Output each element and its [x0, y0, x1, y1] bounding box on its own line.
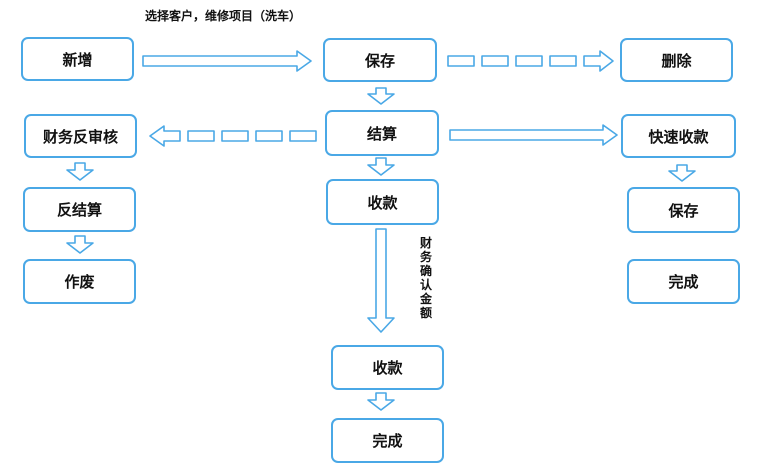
node-caiwu-fanshenhe: 财务反审核 [24, 114, 137, 158]
node-baocun-right: 保存 [627, 187, 740, 233]
arrow-fanshenhe-to-fanjiesuan [66, 162, 94, 181]
arrow-jiesuan-to-kuaisu [449, 124, 618, 146]
arrow-fanjiesuan-to-zuofei [66, 235, 94, 254]
arrow-xinzeng-to-baocun [142, 50, 312, 72]
arrow-shoukuan-to-wancheng [367, 392, 395, 411]
arrow-shoukuan-to-shoukuan [367, 228, 395, 333]
node-shoukuan-center: 收款 [326, 179, 439, 225]
node-wancheng-bottom: 完成 [331, 418, 444, 463]
node-wancheng-right: 完成 [627, 259, 740, 304]
label-select-customer: 选择客户，维修项目（洗车） [145, 9, 302, 23]
node-kuaisu-shoukuan: 快速收款 [621, 114, 736, 158]
node-baocun-top: 保存 [323, 38, 437, 82]
arrow-baocun-to-shanchu [447, 50, 614, 72]
node-shoukuan-bottom: 收款 [331, 345, 444, 390]
label-confirm-amount: 财务确认金额 [419, 236, 432, 320]
arrow-jiesuan-to-shoukuan [367, 157, 395, 176]
arrow-jiesuan-to-fanshenhe [149, 125, 317, 147]
node-zuofei: 作废 [23, 259, 136, 304]
node-xinzeng: 新增 [21, 37, 134, 81]
node-fan-jiesuan: 反结算 [23, 187, 136, 232]
node-shanchu: 删除 [620, 38, 733, 82]
arrow-kuaisu-to-baocun [668, 164, 696, 182]
arrow-baocun-to-jiesuan [367, 87, 395, 105]
node-jiesuan: 结算 [325, 110, 439, 156]
